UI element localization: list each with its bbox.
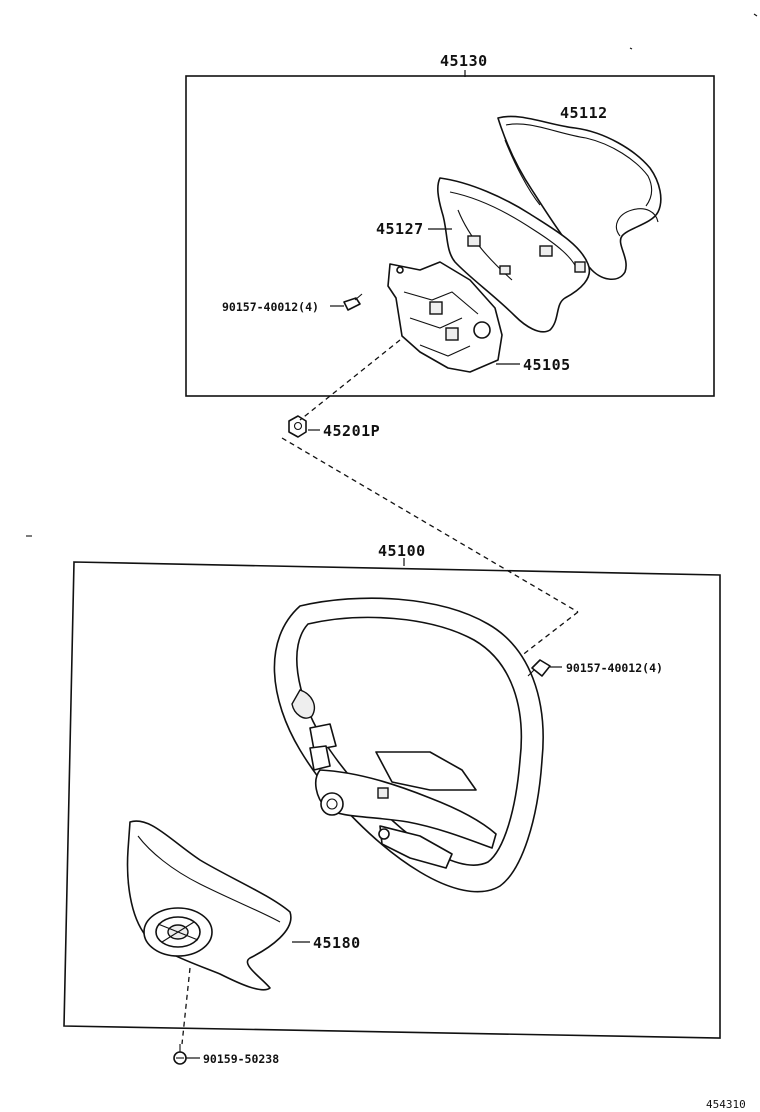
upper-box-frame — [185, 75, 715, 397]
label-screw-wheel: 90157-40012(4) — [566, 661, 663, 675]
part-45127-horn-plate: 45127 — [376, 177, 591, 333]
label-45100: 45100 — [378, 542, 426, 560]
figure-number: 454310 — [706, 1098, 746, 1111]
stray-mark-mid — [629, 47, 633, 50]
part-screw-lower: 90159-50238 — [173, 1044, 279, 1066]
dashed-assembly-lines — [181, 339, 579, 1045]
label-45112: 45112 — [560, 104, 608, 122]
part-45105-bracket: 45105 — [387, 261, 571, 374]
assembly-box-upper: 45130 — [185, 52, 715, 397]
part-45180-pad: 45180 — [126, 820, 361, 991]
part-screw-upper: 90157-40012(4) — [222, 293, 363, 314]
label-45130: 45130 — [440, 52, 488, 70]
part-45201p-nut: 45201P — [288, 415, 380, 440]
stray-mark-top — [753, 13, 758, 17]
assembly-box-lower: 45100 — [63, 542, 721, 1039]
label-screw-upper: 90157-40012(4) — [222, 300, 319, 314]
label-45201p: 45201P — [323, 422, 380, 440]
label-45127: 45127 — [376, 220, 424, 238]
lower-box-frame — [63, 561, 721, 1039]
label-screw-lower: 90159-50238 — [203, 1052, 279, 1066]
part-45100-steering-wheel — [273, 597, 544, 893]
label-45180: 45180 — [313, 934, 361, 952]
part-screw-wheel: 90157-40012(4) — [527, 659, 663, 677]
label-45105: 45105 — [523, 356, 571, 374]
part-45112-cover: 45112 — [497, 104, 662, 280]
